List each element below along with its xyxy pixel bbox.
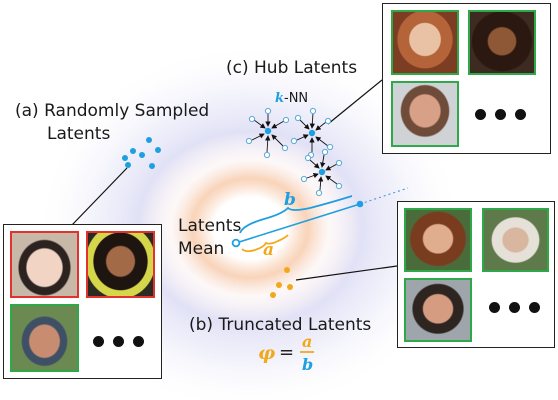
- truncated-face-3: [404, 278, 472, 342]
- var-b-text: b: [284, 190, 296, 210]
- formula-phi: φ: [258, 343, 275, 364]
- panel-truncated-faces: [397, 201, 555, 348]
- var-a-text: a: [263, 240, 275, 260]
- knn-suffix: -NN: [284, 91, 309, 106]
- randomly-sampled-line2: Latents: [47, 124, 111, 144]
- far-latent-point: [356, 200, 364, 208]
- direction-line-dotted: [359, 187, 409, 205]
- brace-a: [241, 234, 289, 253]
- phi-symbol: φ: [258, 342, 276, 364]
- vector-b: [235, 203, 361, 244]
- formula-equals: =: [279, 342, 294, 363]
- formula-numerator: a: [302, 331, 312, 352]
- connector-truncated: [295, 265, 398, 281]
- equals-symbol: =: [279, 342, 295, 363]
- panel-hub-faces: [382, 3, 551, 154]
- hub-face-2: [468, 10, 536, 75]
- latents-mean-line2: Mean: [178, 239, 225, 259]
- connector-hub: [327, 79, 383, 125]
- knn-k: k: [275, 91, 285, 106]
- randomly-sampled-line1: (a) Randomly Sampled: [15, 101, 210, 121]
- hub-face-3: [391, 81, 459, 147]
- hub-face-1: [391, 10, 459, 75]
- truncated-face-1: [404, 208, 472, 272]
- hub-cluster-3: [300, 148, 343, 197]
- label-latents-mean-1: Latents: [178, 216, 241, 237]
- numerator-a: a: [302, 332, 313, 351]
- truncated-more-dots: [489, 302, 540, 313]
- brace-b: [239, 195, 353, 234]
- label-knn: k-NN: [275, 91, 308, 107]
- hub-cluster-2: [290, 107, 334, 159]
- random-face-1: [10, 231, 79, 298]
- formula-denominator: b: [302, 354, 313, 375]
- latents-mean-line1: Latents: [178, 216, 242, 236]
- connector-random: [71, 167, 128, 226]
- panel-random-faces: [3, 224, 162, 379]
- label-randomly-sampled-2: Latents: [47, 124, 110, 145]
- hub-latents-text: (c) Hub Latents: [226, 58, 358, 78]
- truncated-face-2: [482, 208, 549, 272]
- random-latent-points: [122, 137, 161, 169]
- label-randomly-sampled: (a) Randomly Sampled: [15, 101, 209, 122]
- label-var-a: a: [263, 240, 274, 261]
- truncated-latent-points: [270, 267, 293, 298]
- random-more-dots: [93, 336, 144, 347]
- label-var-b: b: [284, 190, 296, 211]
- hub-cluster-1: [245, 107, 290, 159]
- label-truncated-latents: (b) Truncated Latents: [189, 315, 371, 336]
- hub-more-dots: [475, 109, 526, 120]
- random-face-2: [86, 231, 155, 298]
- random-face-3: [10, 304, 79, 372]
- truncated-latents-text: (b) Truncated Latents: [189, 315, 372, 335]
- label-hub-latents: (c) Hub Latents: [226, 58, 357, 79]
- denominator-b: b: [302, 355, 314, 374]
- label-latents-mean-2: Mean: [178, 239, 224, 260]
- latents-mean-point: [231, 238, 241, 248]
